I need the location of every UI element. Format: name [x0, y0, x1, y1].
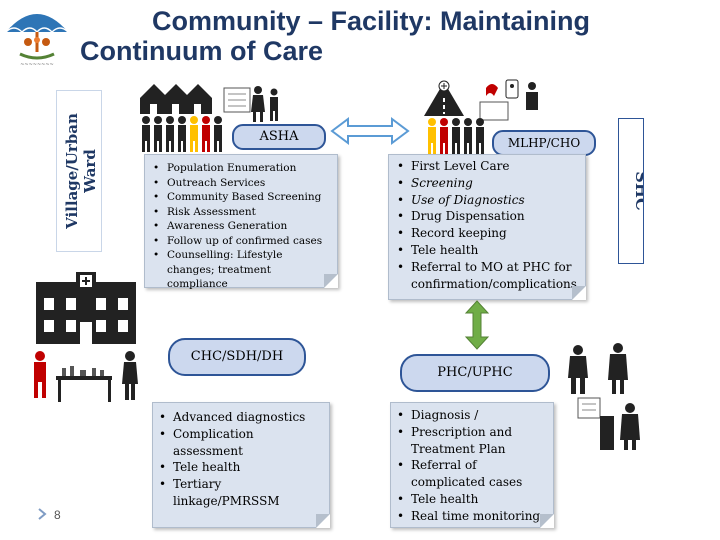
title-line-1: Community – Facility: Maintaining	[152, 6, 591, 36]
mlhp-tasks-note: First Level CareScreeningUse of Diagnost…	[388, 154, 586, 300]
phc-services-note: Diagnosis / Prescription and Treatment P…	[390, 402, 554, 528]
village-ward-label-box: Village/Urban Ward	[56, 90, 102, 252]
chc-label: CHC/SDH/DH	[168, 338, 306, 376]
mlhp-phc-arrow	[464, 300, 490, 350]
mlhp-item: Referral to MO at PHC for confirmation/c…	[395, 259, 581, 293]
mlhp-item: Use of Diagnostics	[395, 192, 581, 209]
mlhp-label: MLHP/CHO	[492, 130, 596, 156]
chc-staff-illustration	[30, 348, 150, 406]
phc-item: Tele health	[395, 491, 549, 508]
asha-item: Risk Assessment	[151, 205, 331, 220]
person-icon	[142, 116, 150, 152]
chc-building-illustration	[32, 270, 140, 346]
svg-text:~~~~~~~~: ~~~~~~~~	[20, 62, 54, 68]
asha-item: Follow up of confirmed cases	[151, 234, 331, 249]
mlhp-people-icons	[426, 116, 498, 156]
chc-service-list: Advanced diagnosticsComplication assessm…	[153, 403, 329, 510]
slide-chevron-icon	[36, 506, 50, 520]
asha-tasks-note: Population EnumerationOutreach ServicesC…	[144, 154, 338, 290]
person-icon	[452, 118, 460, 154]
mlhp-item: Record keeping	[395, 225, 581, 242]
mlhp-task-list: First Level CareScreeningUse of Diagnost…	[389, 155, 585, 292]
population-icons	[140, 114, 236, 154]
person-icon	[464, 118, 472, 154]
asha-item: Community Based Screening	[151, 190, 331, 205]
shc-illustration	[420, 76, 570, 126]
person-icon	[178, 116, 186, 152]
asha-item: Awareness Generation	[151, 219, 331, 234]
asha-item: Counselling: Lifestyle changes; treatmen…	[151, 248, 331, 292]
person-icon	[190, 116, 198, 152]
person-icon	[214, 116, 222, 152]
phc-label: PHC/UPHC	[400, 354, 550, 392]
person-icon	[166, 116, 174, 152]
asha-mlhp-arrow	[330, 116, 410, 146]
chc-item: Tele health	[157, 459, 325, 476]
asha-item: Outreach Services	[151, 176, 331, 191]
mlhp-item: Drug Dispensation	[395, 208, 581, 225]
page-number: 8	[54, 508, 61, 522]
mlhp-item: Tele health	[395, 242, 581, 259]
village-illustration	[136, 76, 286, 176]
page-title: Community – Facility: Maintaining Contin…	[80, 6, 720, 66]
person-icon	[428, 118, 436, 154]
phc-item: Real time monitoring	[395, 508, 549, 525]
header-band	[0, 0, 720, 72]
phc-item: Diagnosis /	[395, 407, 549, 424]
asha-item: Population Enumeration	[151, 161, 331, 176]
shc-label: SHC	[632, 171, 643, 210]
asha-label: ASHA	[232, 124, 326, 150]
person-icon	[476, 118, 484, 154]
phc-staff-illustration	[556, 340, 646, 452]
village-ward-line-2: Ward	[81, 149, 99, 194]
mlhp-item: Screening	[395, 175, 581, 192]
mlhp-item: First Level Care	[395, 158, 581, 175]
phc-service-list: Diagnosis / Prescription and Treatment P…	[391, 403, 553, 525]
phc-item: Prescription and Treatment Plan	[395, 424, 549, 458]
ministry-logo: ~~~~~~~~	[2, 2, 72, 68]
shc-label-box: SHC	[618, 118, 651, 264]
chc-item: Advanced diagnostics	[157, 409, 325, 426]
chc-services-note: Advanced diagnosticsComplication assessm…	[152, 402, 330, 528]
phc-item: Referral of complicated cases	[395, 457, 549, 491]
person-icon	[202, 116, 210, 152]
asha-task-list: Population EnumerationOutreach ServicesC…	[145, 155, 337, 292]
chc-item: Complication assessment	[157, 426, 325, 460]
title-line-2: Continuum of Care	[80, 36, 323, 66]
chc-item: Tertiary linkage/PMRSSM	[157, 476, 325, 510]
village-ward-line-1: Village/Urban	[63, 113, 81, 230]
person-icon	[440, 118, 448, 154]
person-icon	[154, 116, 162, 152]
